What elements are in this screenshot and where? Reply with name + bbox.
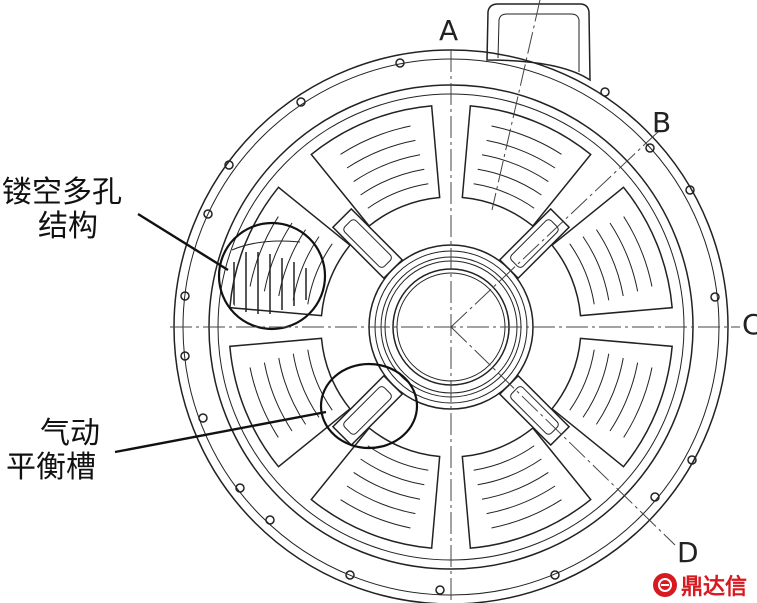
- vent-slat: [346, 139, 416, 169]
- label-hollow-line1: 镂空多孔: [2, 175, 122, 210]
- callout-circle-hollow: [217, 221, 327, 331]
- vent-slat: [473, 445, 535, 471]
- vent-group: [310, 426, 441, 549]
- centerline-b: [450, 129, 661, 328]
- vent-group: [229, 337, 352, 468]
- callout-circle-slot: [319, 362, 419, 450]
- vent-slat: [481, 472, 549, 500]
- vent-slat: [263, 222, 293, 292]
- vent-slat: [360, 168, 425, 196]
- vent-slat: [353, 154, 421, 182]
- vent-slat: [486, 139, 556, 169]
- vent-slat: [623, 216, 653, 287]
- vent-pocket-outline: [550, 186, 673, 317]
- vent-slat: [367, 183, 429, 209]
- vent-slat: [367, 445, 429, 471]
- label-hollow-line2: 结构: [38, 209, 98, 244]
- vent-slat: [477, 168, 542, 196]
- bolt-holes: [180, 58, 720, 595]
- hollow-detail: [231, 240, 307, 314]
- vent-slat: [491, 499, 562, 529]
- vent-slat: [307, 349, 333, 411]
- axis-label-b: B: [652, 106, 672, 139]
- vent-slat: [307, 243, 333, 305]
- brand-logo: 鼎达信: [653, 569, 747, 601]
- vent-group: [550, 186, 673, 317]
- terminal-box: [486, 3, 591, 82]
- vent-pockets: [229, 105, 673, 549]
- label-slot-line1: 气动: [40, 416, 100, 451]
- vent-slat: [340, 499, 411, 529]
- vent-slat: [609, 222, 639, 292]
- vent-group: [310, 105, 441, 228]
- label-balance-slot: 气动 平衡槽: [6, 417, 100, 485]
- vent-slat: [249, 367, 279, 438]
- axis-label-a: A: [439, 14, 459, 47]
- brand-logo-text: 鼎达信: [681, 575, 748, 600]
- vent-slat: [596, 357, 624, 425]
- vent-slat: [360, 458, 425, 486]
- vent-slat: [346, 485, 416, 515]
- vent-slat: [278, 357, 306, 425]
- vent-slat: [278, 229, 306, 297]
- vent-slat: [609, 362, 639, 432]
- vent-slat: [582, 236, 610, 301]
- vent-slat: [481, 154, 549, 182]
- vent-slat: [491, 125, 562, 155]
- leader-hollow: [137, 212, 229, 272]
- vent-group: [550, 337, 673, 468]
- vent-slat: [596, 229, 624, 297]
- vent-slat: [292, 353, 320, 418]
- rib-upper-right: [498, 374, 571, 447]
- vent-slat: [340, 125, 411, 155]
- vent-pocket-outline: [310, 426, 441, 549]
- vent-slat: [473, 183, 535, 209]
- vent-slat: [477, 458, 542, 486]
- rib-lower-right: [498, 207, 571, 280]
- vent-group: [461, 426, 592, 549]
- vent-pocket-outline: [229, 186, 352, 317]
- vent-pocket-outline: [229, 337, 352, 468]
- centerline-box: [491, 0, 541, 211]
- terminal-box-inner: [497, 13, 580, 72]
- rib-lower-left: [331, 207, 404, 280]
- label-hollow-structure: 镂空多孔 结构: [2, 176, 122, 244]
- leader-slot: [114, 410, 327, 454]
- vent-slat: [486, 485, 556, 515]
- rib-upper-left: [331, 374, 404, 447]
- axis-label-c: C: [742, 308, 757, 341]
- vent-pocket-outline: [461, 105, 592, 228]
- vent-slat: [582, 353, 610, 418]
- vent-pocket-outline: [550, 337, 673, 468]
- vent-pocket-outline: [461, 426, 592, 549]
- vent-slat: [353, 472, 421, 500]
- vent-slat: [569, 243, 595, 305]
- vent-slat: [623, 367, 653, 438]
- vent-group: [229, 186, 352, 317]
- vent-pocket-outline: [310, 105, 441, 228]
- centerline-d: [450, 326, 676, 546]
- axis-label-d: D: [677, 536, 699, 569]
- dingdaxin-logo-icon: [653, 573, 677, 597]
- vent-slat: [263, 362, 293, 432]
- vent-group: [461, 105, 592, 228]
- label-slot-line2: 平衡槽: [6, 450, 96, 485]
- vent-slat: [569, 349, 595, 411]
- vent-slat: [249, 216, 279, 287]
